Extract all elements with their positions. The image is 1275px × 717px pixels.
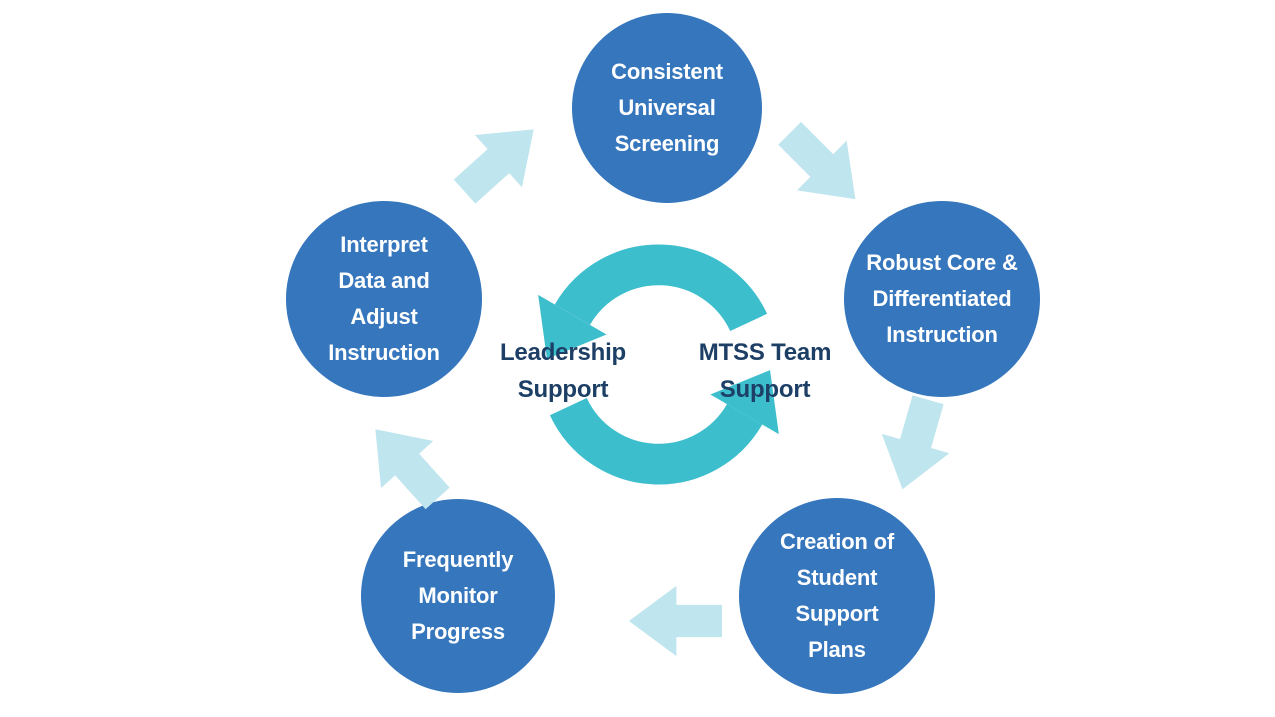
cycle-arrows-icon	[538, 244, 779, 485]
arrow-glyph	[374, 429, 450, 510]
cycle-arrowhead-left-icon	[538, 294, 607, 359]
arrow-left-icon	[627, 574, 722, 669]
cycle-arc-bottom	[549, 397, 763, 485]
arrow-glyph	[628, 586, 722, 657]
node-label: Frequently Monitor Progress	[402, 547, 514, 644]
cycle-arrowhead-right-icon	[710, 370, 779, 435]
arrow-up-right-icon	[432, 92, 566, 226]
arrow-glyph	[778, 121, 856, 199]
node-consistent-universal-screening: Consistent Universal Screening	[572, 13, 762, 203]
node-label: Consistent Universal Screening	[611, 59, 723, 156]
mtss-team-support-label: MTSS Team Support	[698, 339, 832, 403]
arrow-up-left-icon	[338, 396, 472, 530]
node-label: Robust Core & Differentiated Instruction	[866, 250, 1018, 347]
node-creation-of-student-support-plans: Creation of Student Support Plans	[739, 498, 935, 694]
node-frequently-monitor-progress: Frequently Monitor Progress	[361, 499, 555, 693]
node-label: Interpret Data and Adjust Instruction	[328, 232, 440, 365]
node-interpret-data-adjust-instruction: Interpret Data and Adjust Instruction	[286, 201, 482, 397]
node-label: Creation of Student Support Plans	[780, 529, 894, 662]
arrow-down-right-icon	[756, 99, 890, 233]
arrow-glyph	[882, 395, 950, 490]
arrow-down-icon	[857, 387, 975, 505]
leadership-support-label: Leadership Support	[499, 339, 627, 403]
arrow-glyph	[453, 128, 534, 204]
cycle-arc-top	[554, 244, 768, 332]
node-robust-core-differentiated-instruction: Robust Core & Differentiated Instruction	[844, 201, 1040, 397]
